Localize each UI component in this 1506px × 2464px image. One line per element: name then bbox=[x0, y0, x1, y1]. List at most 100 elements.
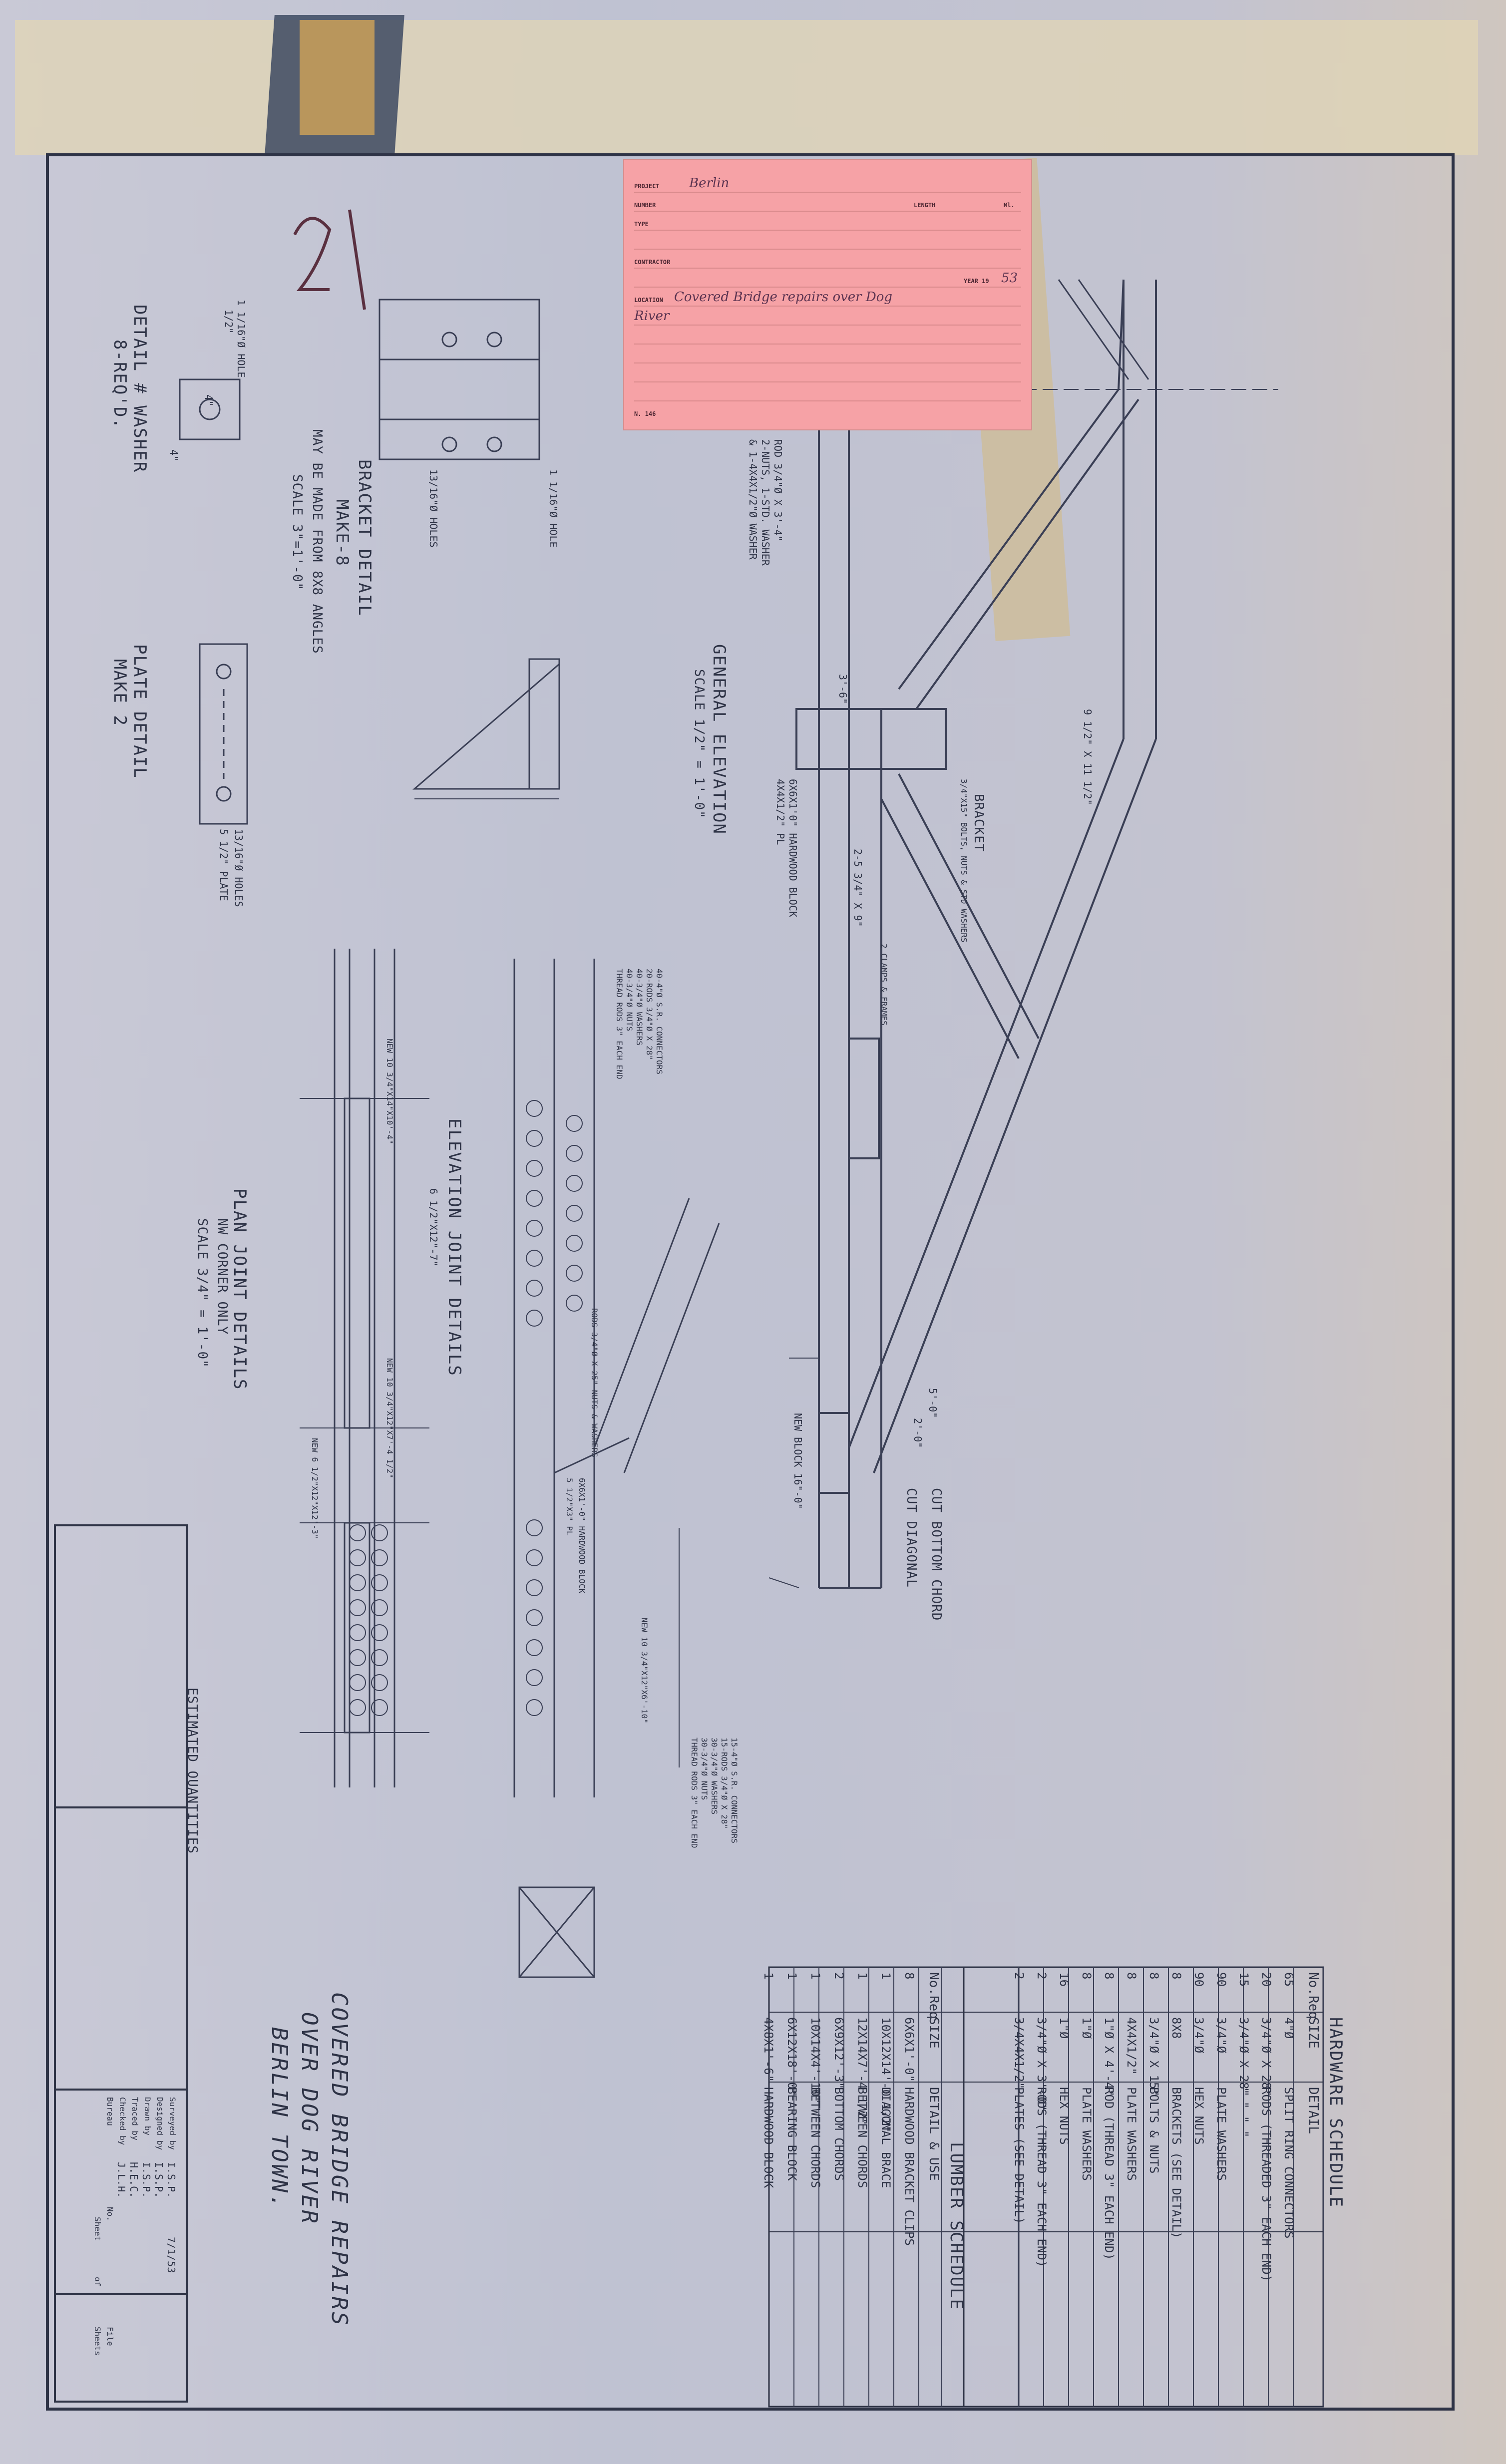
plan-joint-drawing bbox=[300, 949, 429, 1787]
card-location-value-2: River bbox=[634, 309, 670, 324]
card-project-row: PROJECT Berlin bbox=[634, 173, 1021, 193]
dim-3-6: 3'-6" bbox=[837, 674, 849, 704]
estimated-quantities-box bbox=[54, 1524, 188, 2295]
hardware-header-1: SIZE bbox=[1306, 2017, 1321, 2049]
plan-new-1: NEW 10 3/4"X14"X10'-4" bbox=[385, 1039, 394, 1144]
connectors-note-5: THREAD RODS 3" EACH END bbox=[615, 969, 624, 1079]
hardware-row-4-col-1: 3/4"Ø bbox=[1192, 2017, 1206, 2054]
elevation-joint-title: ELEVATION JOINT DETAILS bbox=[444, 1118, 464, 1377]
card-type-label: TYPE bbox=[634, 221, 649, 228]
title-line-1: COVERED BRIDGE REPAIRS bbox=[327, 1992, 352, 2327]
lumber-row-1-col-2: DIAGONAL BRACE bbox=[879, 2087, 893, 2188]
card-blank-row-3 bbox=[634, 344, 1021, 363]
hardware-row-4-col-0: 90 bbox=[1192, 1972, 1206, 1987]
connectors-note-1: 40-4"Ø S.R. CONNECTORS bbox=[655, 969, 664, 1074]
bracket-detail-scale: SCALE 3"=1'-0" bbox=[290, 474, 305, 591]
hardware-row-1-col-0: 20 bbox=[1259, 1972, 1273, 1987]
rod-note-3: & 1-4X4X1/2"Ø WASHER bbox=[747, 439, 759, 560]
plate-holes-note: 13/16"Ø HOLES bbox=[233, 829, 245, 907]
estimated-quantities-label: ESTIMATED QUANTITIES bbox=[185, 1688, 200, 1854]
hardwood-plate: 4X4X1/2" PL bbox=[774, 779, 786, 845]
plate-detail-make: MAKE 2 bbox=[110, 659, 130, 726]
signoff-box bbox=[54, 2089, 188, 2403]
hardware-row-2-col-1: 3/4"Ø X 28" bbox=[1237, 2017, 1251, 2097]
hardware-row-12-col-2: PLATES (SEE DETAIL) bbox=[1012, 2087, 1026, 2224]
washer-hole-note: 1 1/16"Ø HOLE bbox=[235, 300, 247, 378]
plan-joint-scale: SCALE 3/4" = 1'-0" bbox=[195, 1218, 210, 1368]
elevation-joint-drawing bbox=[513, 959, 720, 1978]
location-card: PROJECT Berlin NUMBER LENGTH Ml. TYPE CO… bbox=[623, 159, 1032, 430]
title-line-2: OVER DOG RIVER bbox=[297, 2012, 322, 2225]
hardware-row-10-col-2: HEX NUTS bbox=[1057, 2087, 1071, 2145]
tape-strip bbox=[15, 20, 1478, 155]
hardware-row-2-col-0: 15 bbox=[1237, 1972, 1251, 1987]
plan-new-3: NEW 6 1/2"X12"X12'-3" bbox=[310, 1438, 320, 1539]
lumber-row-0-col-0: 8 bbox=[902, 1972, 916, 1980]
bracket-detail-drawing bbox=[378, 299, 560, 799]
card-number-label: NUMBER bbox=[634, 202, 656, 209]
conn-b-3: 30-3/4"Ø WASHERS bbox=[710, 1738, 719, 1815]
rod-note-1: ROD 3/4"Ø X 3'-4" bbox=[772, 439, 784, 542]
hardware-row-8-col-2: ROD (THREAD 3" EACH END) bbox=[1102, 2087, 1116, 2260]
lumber-schedule-title: LUMBER SCHEDULE bbox=[946, 2142, 966, 2311]
washer-height: 4" bbox=[203, 394, 215, 407]
hardware-header-2: DETAIL bbox=[1306, 2087, 1321, 2134]
designed-by-label: Designed by bbox=[155, 2097, 165, 2150]
bracket-holes-note: 13/16"Ø HOLES bbox=[427, 469, 439, 548]
card-location-value-1: Covered Bridge repairs over Dog bbox=[674, 290, 893, 305]
checked-by-label: Checked by bbox=[118, 2097, 127, 2145]
hardware-row-9-col-2: PLATE WASHERS bbox=[1080, 2087, 1094, 2181]
chord-size: 2-5 3/4" X 9" bbox=[852, 849, 864, 927]
card-type-row: TYPE bbox=[634, 211, 1021, 231]
hardware-row-6-col-0: 8 bbox=[1147, 1972, 1161, 1980]
hardware-row-3-col-1: 3/4"Ø bbox=[1214, 2017, 1228, 2054]
lumber-row-2-col-0: 1 bbox=[855, 1972, 869, 1980]
card-length-label: LENGTH bbox=[914, 202, 936, 209]
card-project-value: Berlin bbox=[689, 176, 730, 191]
elevation-joint-member: 6 1/2"X12"-7" bbox=[427, 1188, 439, 1267]
drawn-by-value: I.S.P. bbox=[140, 2162, 152, 2198]
sheets-label: Sheets bbox=[93, 2327, 102, 2356]
lumber-header-1: SIZE bbox=[926, 2017, 941, 2049]
survey-date: 7/1/53 bbox=[165, 2237, 177, 2273]
hardware-row-1-col-2: RODS (THREADED 3" EACH END) bbox=[1259, 2087, 1273, 2282]
bracket-detail-note: MAY BE MADE FROM 8X8 ANGLES bbox=[310, 429, 325, 654]
rod-note-2: 2-NUTS, 1-STD. WASHER bbox=[759, 439, 771, 566]
lumber-row-2-col-2: BETWEEN CHORDS bbox=[855, 2087, 869, 2188]
lumber-row-5-col-0: 1 bbox=[785, 1972, 799, 1980]
lumber-row-4-col-2: BETWEEN CHORDS bbox=[808, 2087, 822, 2188]
card-form-row: N. 146 bbox=[634, 400, 1021, 419]
rods-note: RODS 3/4"Ø X 25" NUTS & WASHERS bbox=[590, 1308, 599, 1457]
bureau-no-label: No. bbox=[105, 2207, 115, 2221]
hardware-row-7-col-1: 4X4X1/2" bbox=[1125, 2017, 1138, 2075]
card-year-value: 53 bbox=[1001, 271, 1018, 286]
lumber-row-0-col-1: 6X6X1'-0" bbox=[902, 2017, 916, 2083]
block-note: 6X6X1'-0" HARDWOOD BLOCK bbox=[577, 1478, 587, 1594]
washer-detail-req: 8-REQ'D. bbox=[110, 340, 130, 429]
card-contractor-label: CONTRACTOR bbox=[634, 259, 671, 266]
hardware-row-5-col-0: 8 bbox=[1169, 1972, 1183, 1980]
lumber-row-3-col-0: 2 bbox=[832, 1972, 846, 1980]
hardware-row-8-col-0: 8 bbox=[1102, 1972, 1116, 1980]
surveyed-by-value: I.S.P. bbox=[165, 2162, 177, 2198]
hardware-row-0-col-2: SPLIT RING CONNECTORS bbox=[1282, 2087, 1296, 2239]
lumber-row-6-col-0: 1 bbox=[761, 1972, 775, 1980]
sheet-label: Sheet bbox=[93, 2217, 102, 2241]
washer-detail-drawing bbox=[179, 378, 241, 440]
plan-joint-sub: NW CORNER ONLY bbox=[215, 1218, 230, 1335]
card-contractor-row: CONTRACTOR bbox=[634, 249, 1021, 269]
lumber-row-5-col-1: 6X12X18'-0" bbox=[785, 2017, 799, 2097]
bracket-detail-make: MAKE-8 bbox=[332, 499, 352, 567]
hardware-row-12-col-1: 3/4X4X1/2" bbox=[1012, 2017, 1026, 2090]
card-location-label: LOCATION bbox=[634, 297, 663, 304]
bracket-label: BRACKET bbox=[971, 794, 986, 852]
plan-new-2: NEW 10 3/4"X12"X7'-4 1/2" bbox=[385, 1358, 394, 1478]
conn-b-1: 15-4"Ø S.R. CONNECTORS bbox=[730, 1738, 739, 1843]
drawn-by-label: Drawn by bbox=[143, 2097, 152, 2136]
hardware-row-6-col-1: 3/4"Ø X 15" bbox=[1147, 2017, 1161, 2097]
hardware-row-0-col-0: 65 bbox=[1282, 1972, 1296, 1987]
washer-thickness: 1/2" bbox=[223, 310, 235, 334]
hardware-row-5-col-1: 8X8 bbox=[1169, 2017, 1183, 2039]
lumber-row-6-col-1: 4X8X1'-6" bbox=[761, 2017, 775, 2083]
